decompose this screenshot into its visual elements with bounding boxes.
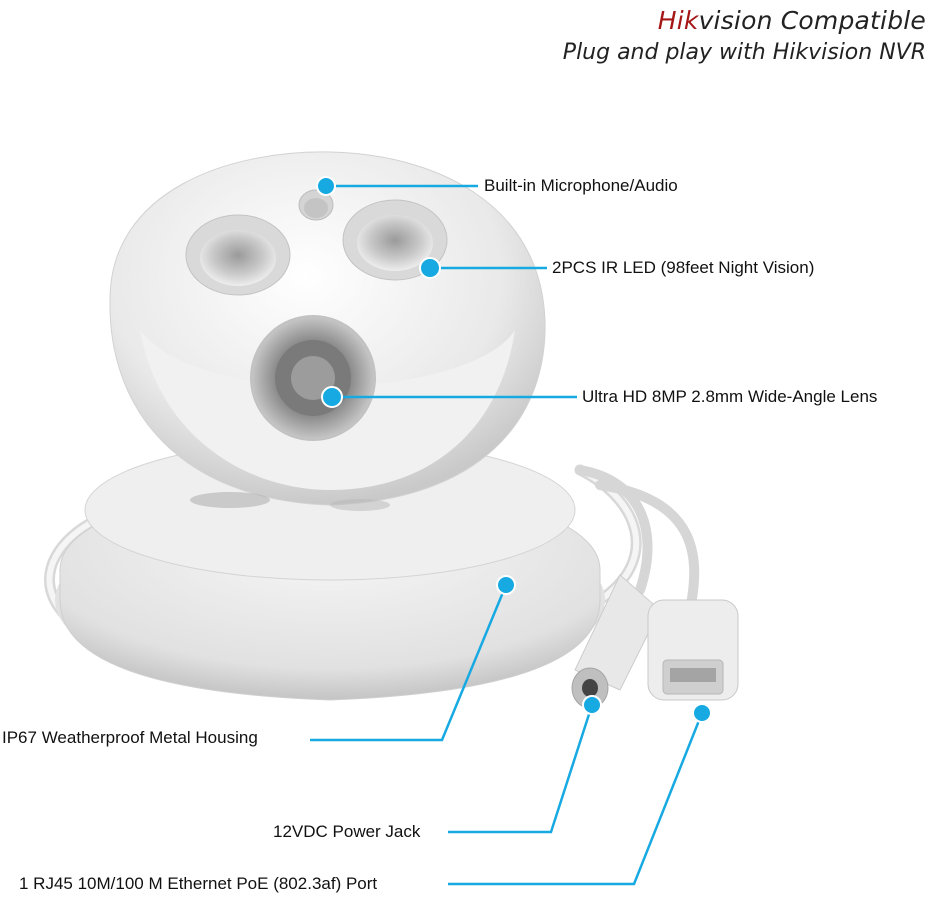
callout-dots [316,176,712,723]
brand-highlight: Hik [657,6,699,35]
callout-dot-ethernet [692,703,712,723]
brand-title-rest: vision Compatible [698,6,926,35]
callout-dot-lens [321,386,343,408]
label-lens: Ultra HD 8MP 2.8mm Wide-Angle Lens [582,387,878,406]
callout-lines [310,184,704,886]
label-ir-led: 2PCS IR LED (98feet Night Vision) [552,258,815,277]
callout-dot-ir-led [419,257,441,279]
label-housing: IP67 Weatherproof Metal Housing [2,728,258,747]
microphone-icon [298,189,334,221]
ir-led-left-icon [185,214,291,296]
label-power-jack: 12VDC Power Jack [273,822,421,841]
label-microphone: Built-in Microphone/Audio [484,176,678,195]
page-title: Hikvision Compatible [658,6,926,35]
label-ethernet: 1 RJ45 10M/100 M Ethernet PoE (802.3af) … [19,874,378,893]
callout-dot-microphone [316,176,336,196]
page-subtitle: Plug and play with Hikvision NVR [562,40,926,65]
rj45-connector-icon [647,599,739,701]
lens-icon [250,315,376,441]
callout-dot-power-jack [582,695,602,715]
callout-dot-housing [496,575,516,595]
ir-led-right-icon [342,199,448,281]
